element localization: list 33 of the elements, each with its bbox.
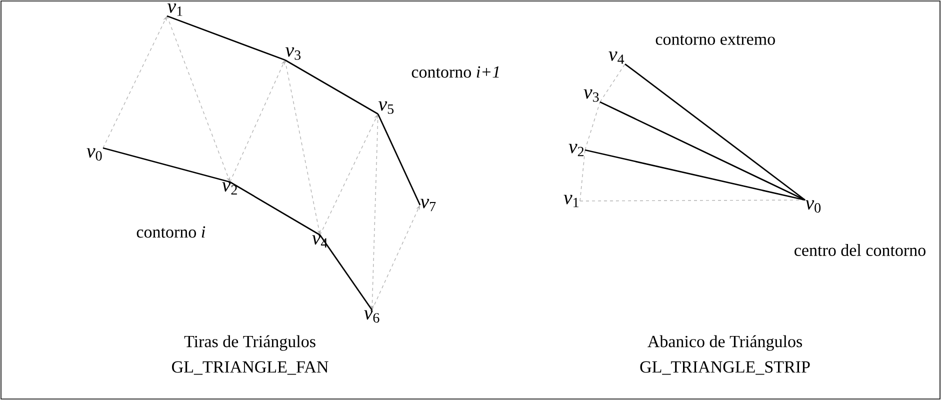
contour-line <box>284 59 378 115</box>
vertex-label: v$_{3}$ <box>285 47 301 60</box>
vertex-label: v$_{2}$ <box>222 182 237 194</box>
caption: Tiras de Triángulos <box>184 335 316 351</box>
vertex-label: v$_{2}$ <box>568 144 584 156</box>
vertex-label: v$_{0}$ <box>86 148 102 161</box>
contour-label: contorno i <box>136 226 206 238</box>
contour-line <box>230 181 320 236</box>
vertex-label: v$_{0}$ <box>805 200 821 213</box>
contour-label: contorno extremo <box>656 35 775 45</box>
contour-line <box>102 147 230 183</box>
edge-line <box>600 64 626 102</box>
caption: GL_TRIANGLE_FAN <box>172 361 328 375</box>
caption: Abanico de Triángulos <box>648 335 802 351</box>
vertex-label: v$_{5}$ <box>378 101 394 114</box>
vertex-label: v$_{7}$ <box>420 198 436 212</box>
contour-line <box>600 101 806 201</box>
contour-label: contorno i+1 <box>412 66 499 78</box>
edge-line <box>584 102 600 150</box>
contour-line <box>584 149 806 201</box>
caption: GL_TRIANGLE_STRIP <box>640 361 810 375</box>
contour-label: centro del contorno <box>794 244 926 256</box>
vertex-label: v$_{3}$ <box>584 89 599 102</box>
vertex-label: v$_{6}$ <box>364 310 380 323</box>
contour-line <box>166 15 286 61</box>
contour-line <box>377 114 421 206</box>
edge-line <box>580 200 806 202</box>
vertex-label: v$_{4}$ <box>608 52 624 64</box>
vertex-label: v$_{1}$ <box>167 4 182 16</box>
vertex-label: v$_{1}$ <box>564 194 578 208</box>
contour-line <box>624 63 806 201</box>
edge-line <box>580 150 586 202</box>
contour-line <box>319 234 373 310</box>
